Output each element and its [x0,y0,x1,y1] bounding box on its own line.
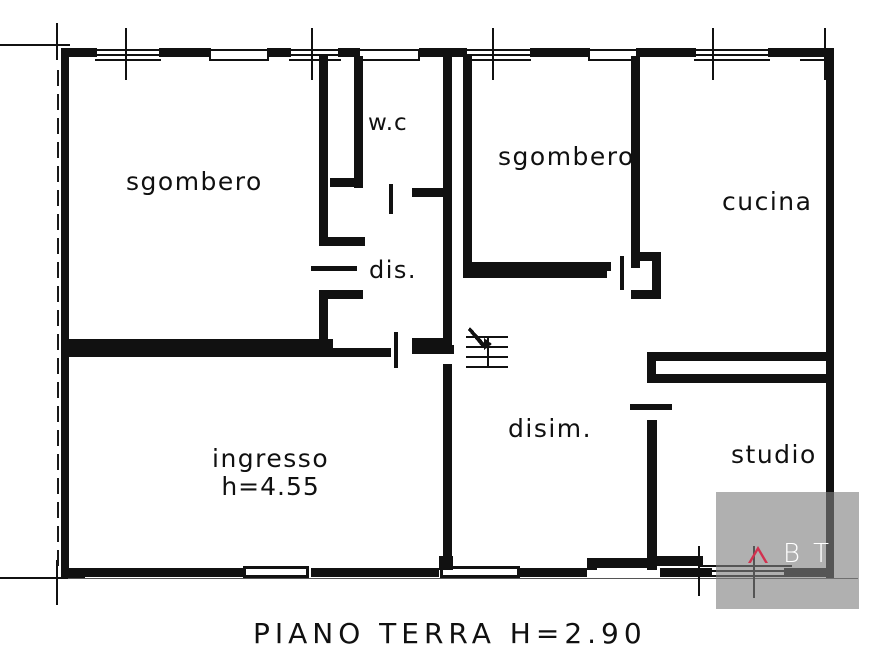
page-title: PIANO TERRA H=2.90 [253,617,647,650]
room-label-sgombero-left: sgombero [126,167,263,196]
exterior-walls [61,48,834,578]
room-label-sgombero-middle: sgombero [498,142,635,171]
window-symbol [800,28,834,80]
window-symbol [588,49,638,61]
door-lintels [311,184,672,410]
room-label-ingresso: ingresso [212,444,330,473]
room-label-disim: disim. [508,414,593,443]
room-label-ingresso-group: ingresso h=4.55 [212,445,329,501]
left-dashed-guide [57,70,59,566]
door-opening [243,566,309,578]
window-symbols-top [95,28,834,80]
room-label-dis: dis. [369,256,418,284]
room-label-wc: w.c [368,110,408,136]
door-opening [440,566,520,578]
dimension-lines [0,23,858,605]
interior-walls [61,56,833,570]
room-height-ingresso: h=4.55 [221,472,320,501]
stair-symbol [466,327,508,368]
plan-geometry [0,23,858,605]
window-symbol [358,49,420,61]
room-label-studio: studio [731,440,817,469]
window-symbol [209,49,269,61]
window-symbol [694,28,770,80]
window-symbol [465,28,531,80]
room-label-cucina: cucina [722,187,813,216]
window-symbol [289,28,341,80]
window-symbol [95,28,161,80]
window-symbol [698,546,792,598]
